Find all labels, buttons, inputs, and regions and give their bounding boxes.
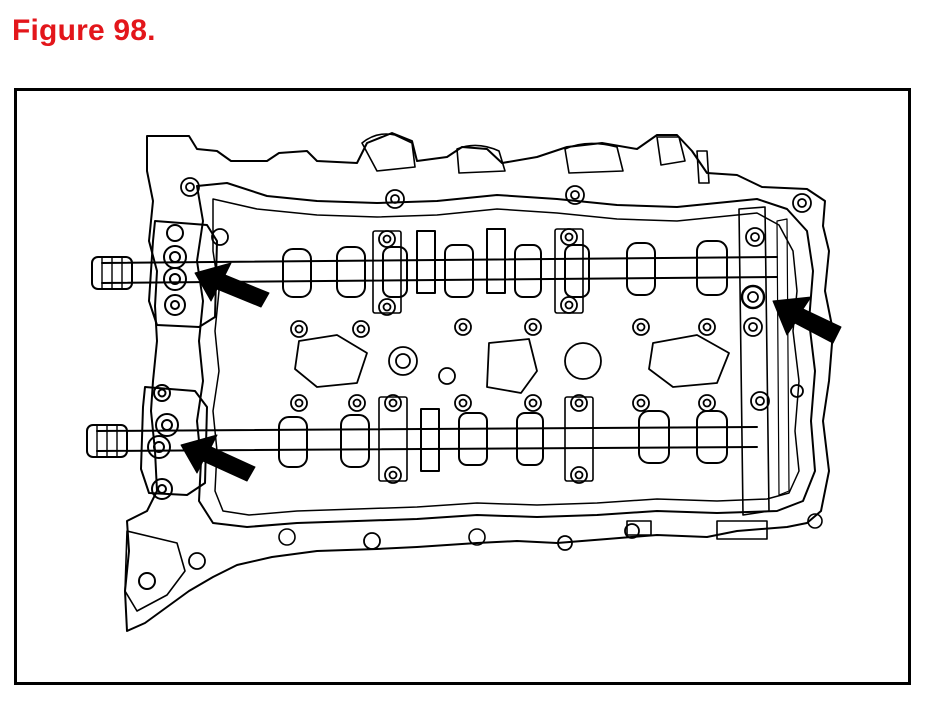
head-outline [124,132,834,632]
plug-tubes [294,334,804,398]
bottom-bosses [278,513,823,546]
arrow-upper-left [194,262,270,308]
cylinder-head-illustration [86,132,842,632]
callout-arrows [180,262,842,482]
arrow-upper-right [772,296,842,344]
cam-cap-bolts [290,228,766,484]
illustration-frame [14,88,911,685]
upper-camshaft [91,220,778,328]
figure-title: Figure 98. [12,14,156,47]
head-bolts [180,177,812,570]
arrow-lower-left [180,434,256,482]
lower-camshaft [86,384,758,500]
